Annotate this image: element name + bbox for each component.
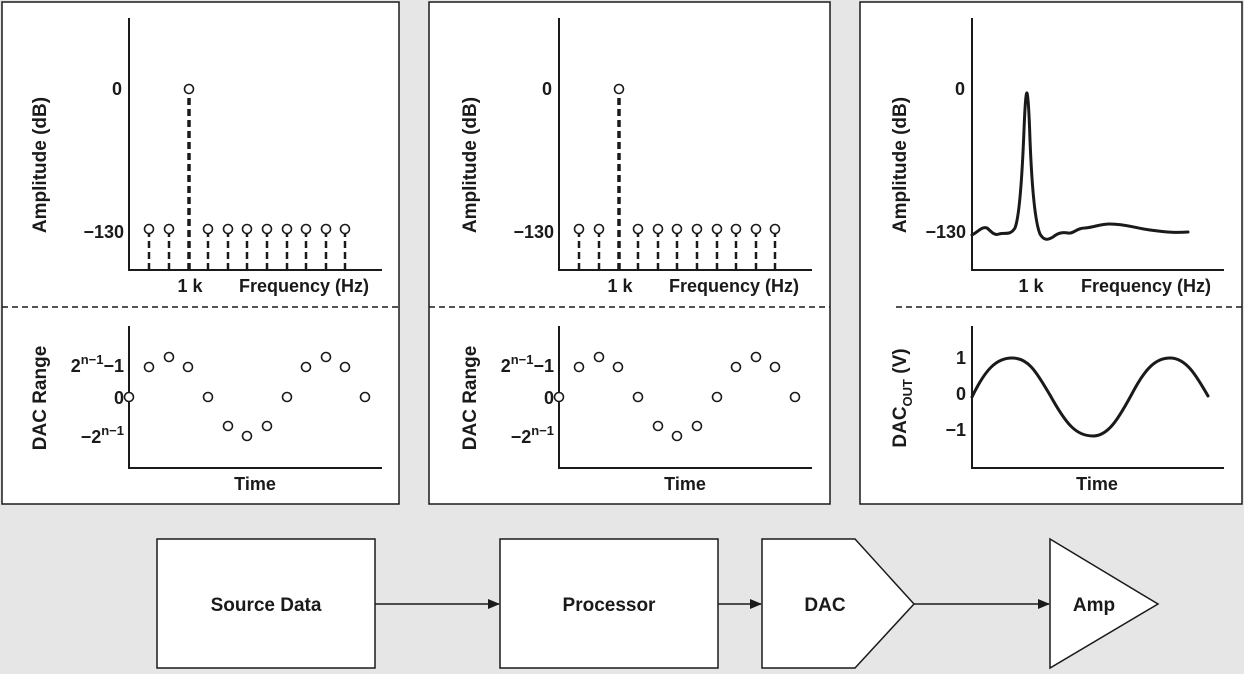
y-tick-minus-one: −1 — [945, 420, 966, 440]
y-tick-zero: 0 — [956, 384, 966, 404]
spectrum-axes — [128, 18, 382, 271]
y-tick-minus130db: −130 — [83, 222, 124, 242]
spectrum-lines — [147, 89, 347, 270]
spectrum-lines — [577, 89, 777, 270]
time-axes — [128, 326, 382, 469]
frequency-axis-label: Frequency (Hz) — [669, 276, 799, 296]
y-tick-min: −2n−1 — [81, 423, 124, 447]
spectrum-y-axis-label: Amplitude (dB) — [460, 97, 481, 233]
y-tick-one: 1 — [956, 348, 966, 368]
amp-label: Amp — [1073, 595, 1115, 616]
panel-frame — [428, 1, 831, 505]
spectrum-points — [143, 83, 351, 235]
amp-triangle — [1049, 537, 1160, 670]
panel-frame — [1, 1, 400, 505]
processor-block — [499, 538, 719, 669]
y-tick-max: 2n−1−1 — [501, 352, 554, 376]
y-tick-0db: 0 — [112, 79, 122, 99]
y-tick-0db: 0 — [955, 79, 965, 99]
spectrum-y-axis-label: Amplitude (dB) — [30, 97, 51, 233]
y-tick-zero: 0 — [544, 388, 554, 408]
sine-wave — [970, 356, 1210, 438]
sample-points — [123, 351, 371, 442]
dac-label: DAC — [804, 595, 845, 616]
time-axis-label: Time — [234, 474, 276, 494]
spectrum-axes — [558, 18, 812, 271]
time-y-axis-label: DAC Range — [30, 346, 51, 451]
panel-frame — [859, 1, 1243, 505]
panel-source: Amplitude (dB) 0 −130 1 k Frequency (Hz) — [1, 1, 400, 505]
y-tick-zero: 0 — [114, 388, 124, 408]
time-axes — [558, 326, 812, 469]
freq-marker-1k: 1 k — [1018, 276, 1044, 296]
block-diagram: Source Data Processor DAC Amp — [156, 537, 1160, 670]
spectrum-curve — [970, 91, 1190, 241]
y-tick-minus130db: −130 — [513, 222, 554, 242]
spectrum-axes — [971, 18, 1224, 271]
frequency-axis-label: Frequency (Hz) — [1081, 276, 1211, 296]
spectrum-y-axis-label: Amplitude (dB) — [890, 97, 911, 233]
y-tick-0db: 0 — [542, 79, 552, 99]
processor-label: Processor — [563, 595, 657, 616]
panel-processor: Amplitude (dB) 0 −130 1 k Frequency (Hz)… — [428, 1, 831, 505]
freq-marker-1k: 1 k — [607, 276, 633, 296]
time-axis-label: Time — [1076, 474, 1118, 494]
spectrum-points — [573, 83, 781, 235]
time-y-axis-label: DACOUT (V) — [890, 348, 915, 447]
y-tick-minus130db: −130 — [925, 222, 966, 242]
time-y-axis-label: DAC Range — [460, 346, 481, 451]
time-axis-label: Time — [664, 474, 706, 494]
frequency-axis-label: Frequency (Hz) — [239, 276, 369, 296]
source-data-label: Source Data — [211, 595, 322, 616]
dac-block — [761, 538, 916, 669]
time-axes — [971, 326, 1224, 469]
panel-dac-output: Amplitude (dB) 0 −130 1 k Frequency (Hz)… — [859, 1, 1243, 505]
freq-marker-1k: 1 k — [177, 276, 203, 296]
y-tick-max: 2n−1−1 — [71, 352, 124, 376]
y-tick-min: −2n−1 — [511, 423, 554, 447]
sample-points — [553, 351, 801, 442]
